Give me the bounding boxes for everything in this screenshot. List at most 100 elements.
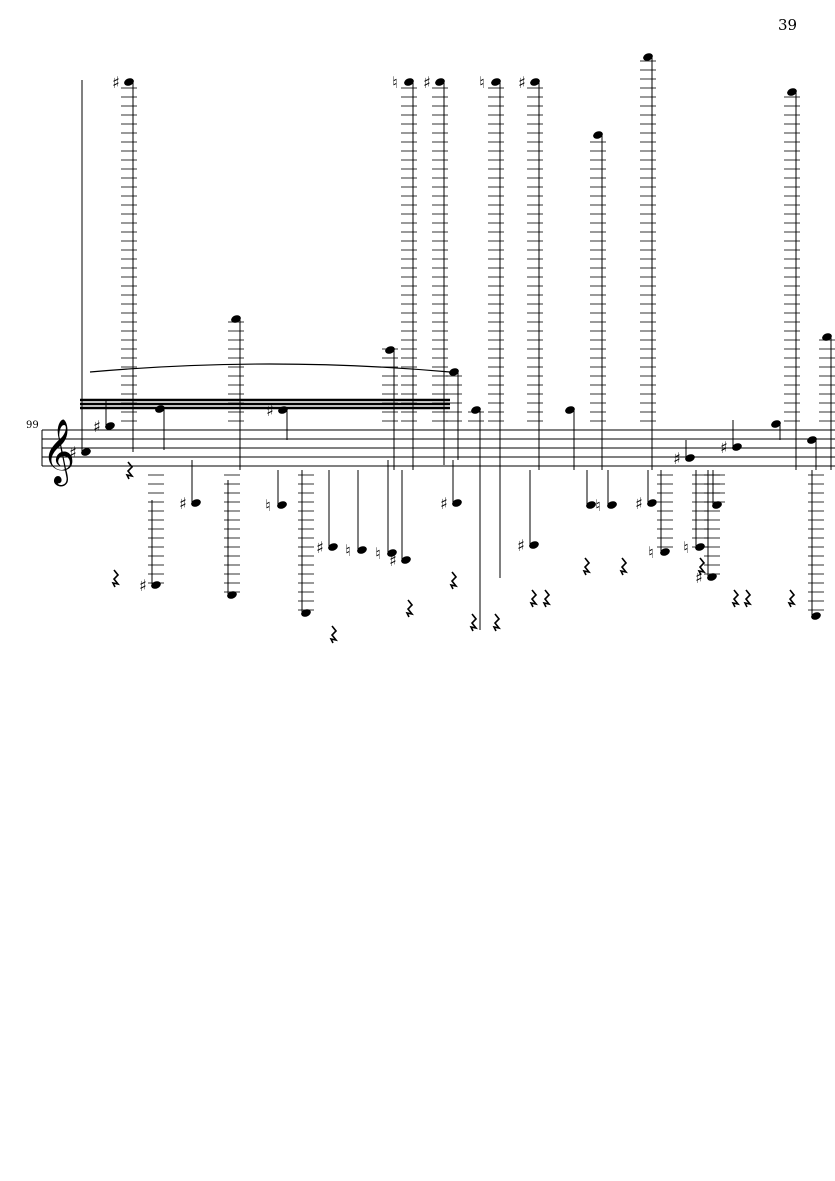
- notehead: [301, 609, 311, 617]
- note: [640, 53, 656, 470]
- sharp-icon: ♯: [139, 576, 147, 595]
- notehead: [593, 131, 603, 139]
- quarter-rest-icon: [697, 557, 706, 576]
- quarter-rest-icon: [125, 461, 134, 480]
- natural-icon: ♮: [345, 541, 351, 560]
- note: [468, 406, 484, 630]
- notehead: [565, 406, 575, 414]
- sharp-icon: ♯: [266, 401, 274, 420]
- note: [819, 333, 835, 470]
- note: ♮: [265, 470, 287, 515]
- notehead: [404, 78, 414, 86]
- note: ♯: [69, 80, 91, 462]
- notehead: [607, 501, 617, 509]
- natural-icon: ♮: [375, 544, 381, 563]
- quarter-rest-icon: [787, 589, 796, 608]
- note: [590, 131, 606, 470]
- quarter-rest-icon: [469, 613, 478, 632]
- notehead: [712, 501, 722, 509]
- notehead: [807, 436, 817, 444]
- sharp-icon: ♯: [635, 494, 643, 513]
- notehead: [647, 499, 657, 507]
- treble-clef-icon: 𝄞: [42, 419, 75, 486]
- quarter-rest-icon: [582, 557, 591, 576]
- page-number: 39: [778, 16, 798, 34]
- notehead: [643, 53, 653, 61]
- notehead: [530, 78, 540, 86]
- sharp-icon: ♯: [423, 73, 431, 92]
- natural-icon: ♮: [683, 538, 689, 557]
- quarter-rest-icon: [743, 589, 752, 608]
- sharp-icon: ♯: [720, 438, 728, 457]
- note: ♯: [440, 460, 462, 513]
- note: ♯: [518, 73, 543, 470]
- sharp-icon: ♯: [69, 443, 77, 462]
- notehead: [231, 315, 241, 323]
- natural-icon: ♮: [265, 496, 271, 515]
- notehead: [278, 406, 288, 414]
- note: [771, 420, 781, 440]
- rests-layer: [111, 461, 796, 644]
- notehead: [401, 556, 411, 564]
- measure-number: 99: [26, 420, 39, 431]
- notehead: [771, 420, 781, 428]
- notehead: [529, 541, 539, 549]
- note: ♯: [179, 460, 201, 513]
- notehead: [732, 443, 742, 451]
- notehead: [227, 591, 237, 599]
- notes-layer: ♯ ♯ ♯ ♯ ♯ ♯ ♮ ♯ ♮ ♮ ♮ ♯ ♯ ♯ ♮ ♯ ♯ ♮ ♯ ♮ ♯ ♮ ♯ ♯: [69, 53, 835, 630]
- note: [807, 436, 817, 470]
- notehead: [707, 573, 717, 581]
- note: ♯: [389, 470, 411, 570]
- sharp-icon: ♯: [112, 73, 120, 92]
- quarter-rest-icon: [731, 589, 740, 608]
- notehead: [191, 499, 201, 507]
- note: ♯: [139, 474, 164, 595]
- notehead: [586, 501, 596, 509]
- note: ♯: [517, 470, 539, 555]
- notehead: [387, 549, 397, 557]
- note: [382, 346, 398, 470]
- sharp-icon: ♯: [695, 568, 703, 587]
- sharp-icon: ♯: [440, 494, 448, 513]
- quarter-rest-icon: [492, 613, 501, 632]
- natural-icon: ♮: [595, 496, 601, 515]
- note: [155, 405, 165, 450]
- staff: [41, 429, 835, 467]
- note: ♯: [93, 400, 115, 436]
- note: [784, 88, 800, 470]
- notehead: [328, 543, 338, 551]
- note: ♯: [720, 420, 742, 457]
- note: ♮: [595, 470, 617, 515]
- sharp-icon: ♯: [517, 536, 525, 555]
- note: ♮: [648, 470, 673, 562]
- note: ♯: [423, 73, 448, 465]
- sharp-icon: ♯: [316, 538, 324, 557]
- quarter-rest-icon: [529, 589, 538, 608]
- sharp-icon: ♯: [93, 417, 101, 436]
- notehead: [105, 422, 115, 430]
- notehead: [452, 499, 462, 507]
- notehead: [449, 368, 459, 376]
- notehead: [385, 346, 395, 354]
- note: [808, 470, 824, 620]
- note: ♮: [375, 460, 397, 563]
- note: ♯: [695, 470, 720, 587]
- notehead: [491, 78, 501, 86]
- sharp-icon: ♯: [673, 449, 681, 468]
- note: ♮: [345, 470, 367, 560]
- quarter-rest-icon: [329, 625, 338, 644]
- notehead: [822, 333, 832, 341]
- notehead: [155, 405, 165, 413]
- natural-icon: ♮: [392, 73, 398, 92]
- quarter-rest-icon: [542, 589, 551, 608]
- notehead: [787, 88, 797, 96]
- natural-icon: ♮: [648, 543, 654, 562]
- note: ♮: [479, 73, 504, 578]
- sharp-icon: ♯: [518, 73, 526, 92]
- note: [565, 406, 575, 470]
- quarter-rest-icon: [111, 569, 120, 588]
- notehead: [685, 454, 695, 462]
- note: ♯: [635, 470, 657, 513]
